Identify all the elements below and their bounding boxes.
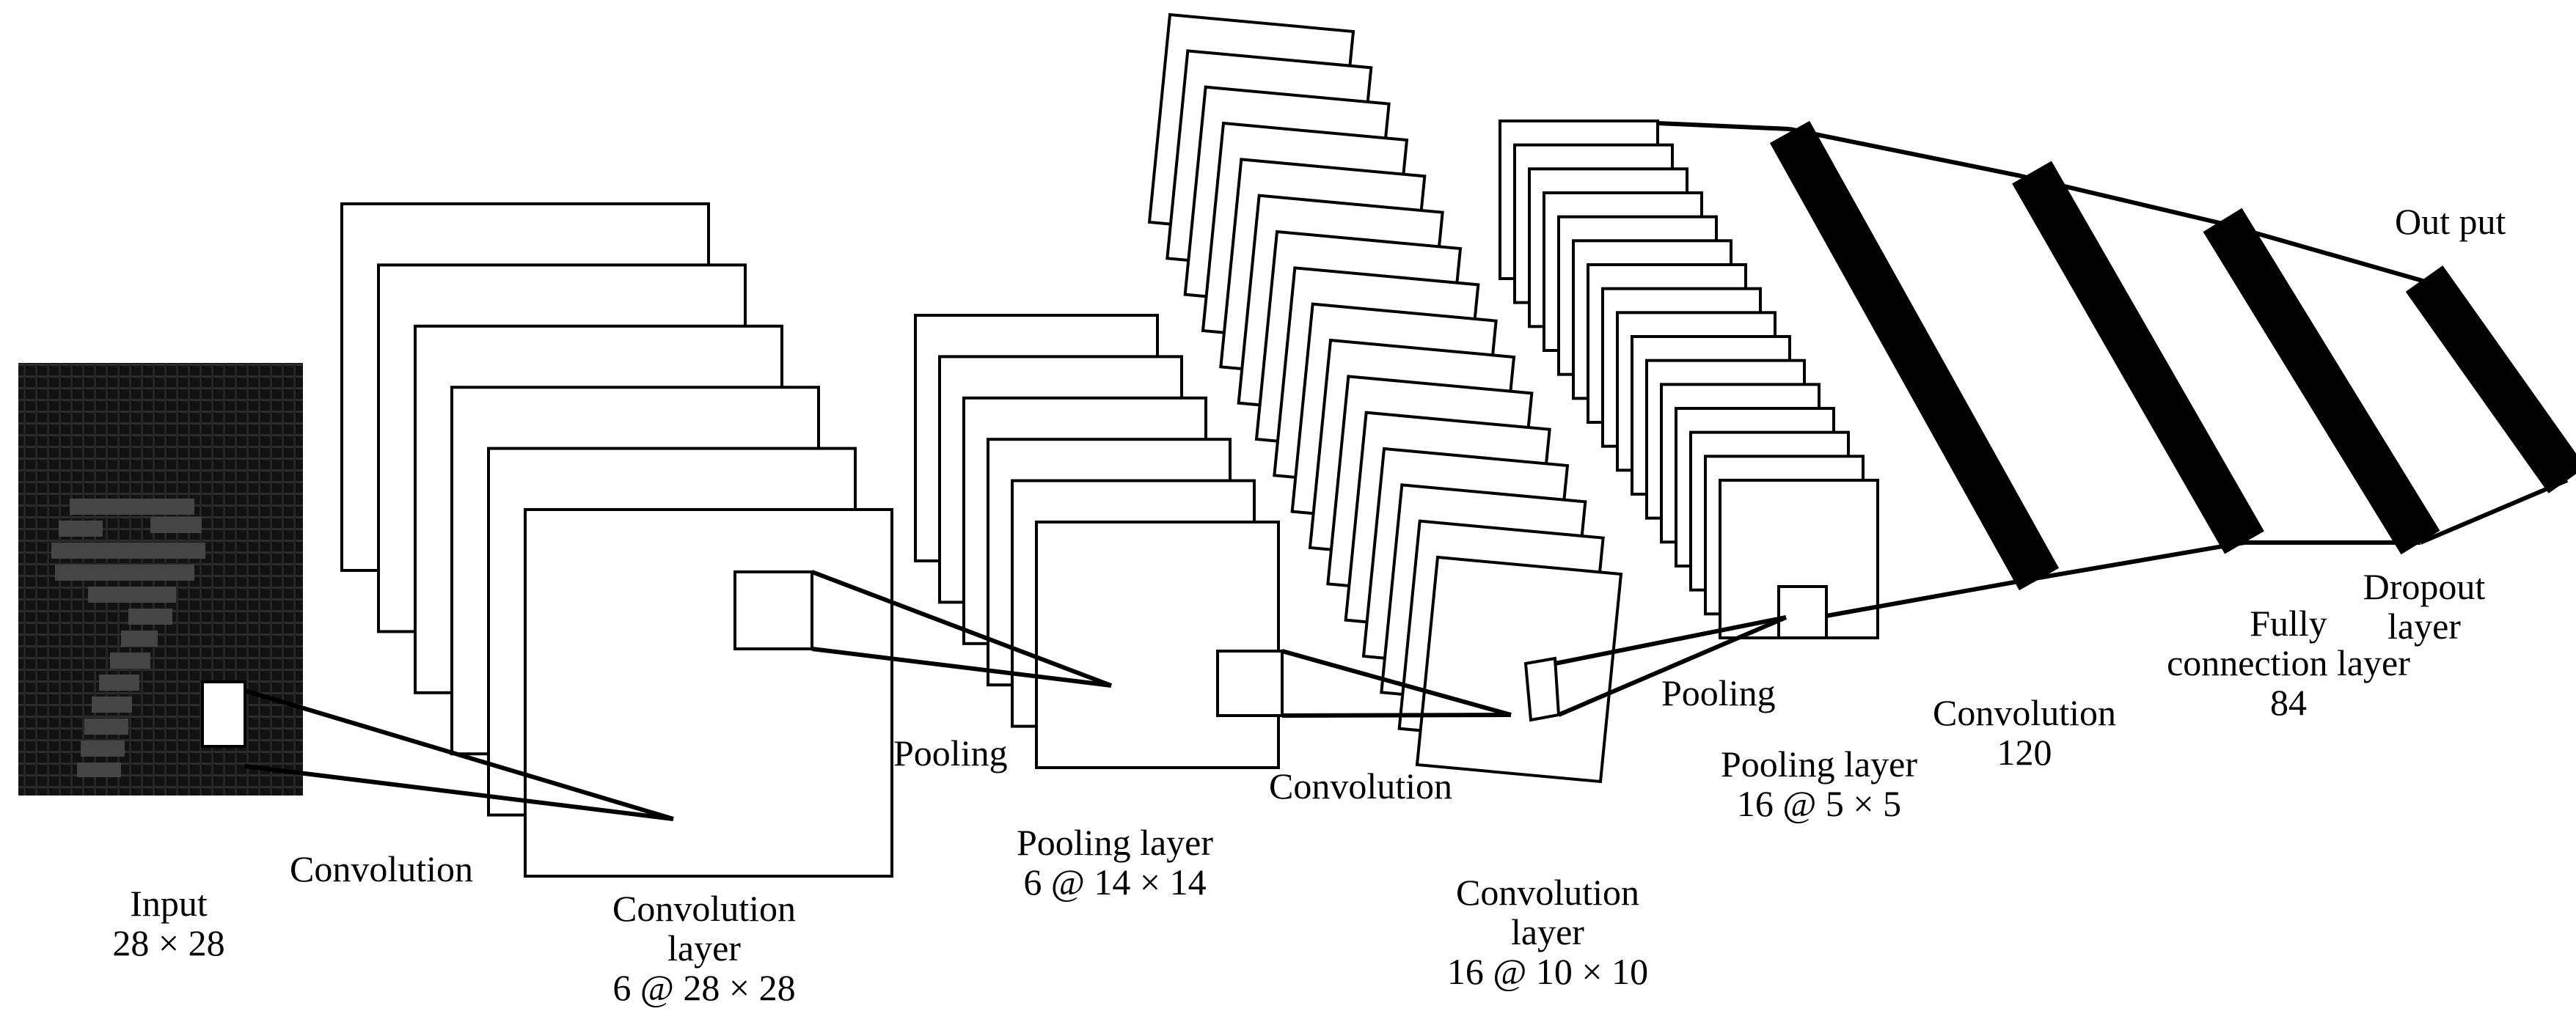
label-dropout: Dropout layer <box>2332 567 2516 646</box>
fc-line-bot-a <box>1826 576 2040 618</box>
label-fully-connection: Fully connection layer 84 <box>2127 603 2450 722</box>
bar-output <box>2405 265 2576 493</box>
fc-line-bot-d <box>2419 478 2569 545</box>
pooling-layer-1-stack <box>914 314 1280 769</box>
dense-layer-bars <box>1769 120 2576 591</box>
label-output: Out put <box>2395 202 2506 241</box>
label-pooling-layer-1: Pooling layer 6 @ 14 × 14 <box>968 823 1262 902</box>
receptive-field-lines <box>244 570 1828 821</box>
label-input: Input 28 × 28 <box>81 883 257 963</box>
input-image <box>18 363 303 796</box>
line-conv2-bottom <box>1557 615 1788 717</box>
label-pooling-1: Pooling <box>893 733 1008 773</box>
label-pooling-layer-1-line1: Pooling layer <box>1016 822 1214 863</box>
bar-fully-connection-84 <box>2012 161 2264 554</box>
line-conv1-bottom <box>811 647 1112 688</box>
feature-map-stacks <box>340 12 1879 878</box>
label-dropout-line2: layer <box>2387 606 2461 647</box>
conv-layer-1-stack-map <box>524 508 893 878</box>
line-input-bottom <box>244 764 674 821</box>
label-input-size: 28 × 28 <box>112 922 225 963</box>
label-pooling-2: Pooling <box>1661 673 1776 713</box>
input-receptive-field <box>201 680 246 748</box>
label-output-text: Out put <box>2395 201 2506 242</box>
label-pooling-layer-1-size: 6 @ 14 × 14 <box>1023 861 1207 903</box>
line-pool1-top <box>1281 649 1512 717</box>
line-pool1-bottom <box>1281 713 1512 718</box>
label-fully-connection-line2: connection layer <box>2167 642 2410 683</box>
pool1-receptive-field <box>1216 650 1284 717</box>
label-conv-layer-1-line1: Convolution <box>612 888 797 929</box>
conv2-receptive-field <box>1523 656 1561 722</box>
pooling-layer-2-stack <box>1499 120 1879 639</box>
label-input-name: Input <box>130 883 208 924</box>
pooling-layer-1-stack-map <box>1035 521 1280 769</box>
label-convolution-3: Convolution 120 <box>1900 693 2149 772</box>
label-conv-layer-2-line1: Convolution <box>1455 872 1640 913</box>
label-conv-layer-2-line2: layer <box>1511 911 1584 952</box>
label-convolution-3-line1: Convolution <box>1932 692 2117 733</box>
bar-convolution-120 <box>1769 120 2060 591</box>
label-conv-layer-2: Convolution layer 16 @ 10 × 10 <box>1416 872 1680 991</box>
label-convolution-1: Convolution <box>264 849 499 889</box>
digit-strokes <box>51 499 205 777</box>
bar-dropout <box>2203 207 2440 555</box>
label-fully-connection-line1: Fully <box>2250 603 2327 644</box>
label-conv-layer-1: Convolution layer 6 @ 28 × 28 <box>572 889 836 1007</box>
label-pooling-2-text: Pooling <box>1661 672 1776 713</box>
pool2-receptive-field <box>1777 585 1828 639</box>
conv-layer-1-stack <box>340 202 893 878</box>
fc-line-top-b <box>1789 127 2021 178</box>
label-conv-layer-1-size: 6 @ 28 × 28 <box>612 967 796 1008</box>
label-dropout-line1: Dropout <box>2363 566 2486 607</box>
label-pooling-layer-2-size: 16 @ 5 × 5 <box>1736 783 1902 824</box>
label-convolution-2: Convolution <box>1269 766 1452 806</box>
conv-layer-2-map <box>1415 555 1623 784</box>
line-conv2-top <box>1554 615 1787 666</box>
label-fully-connection-size: 84 <box>2270 682 2307 723</box>
conv-layer-2-stack <box>1147 12 1623 784</box>
label-conv-layer-2-size: 16 @ 10 × 10 <box>1446 951 1649 992</box>
label-pooling-1-text: Pooling <box>893 732 1008 774</box>
conv1-receptive-field <box>733 570 813 650</box>
line-input-top <box>244 688 674 821</box>
label-convolution-2-text: Convolution <box>1269 765 1453 807</box>
fc-line-top-a <box>1657 121 1790 131</box>
fc-line-bot-b <box>2038 540 2245 580</box>
label-conv-layer-1-line2: layer <box>667 927 741 969</box>
label-pooling-layer-2: Pooling layer 16 @ 5 × 5 <box>1687 744 1951 823</box>
label-convolution-3-size: 120 <box>1997 732 2052 773</box>
label-pooling-layer-2-line1: Pooling layer <box>1720 743 1918 785</box>
line-conv1-top <box>811 570 1113 688</box>
label-convolution-1-text: Convolution <box>289 848 474 889</box>
